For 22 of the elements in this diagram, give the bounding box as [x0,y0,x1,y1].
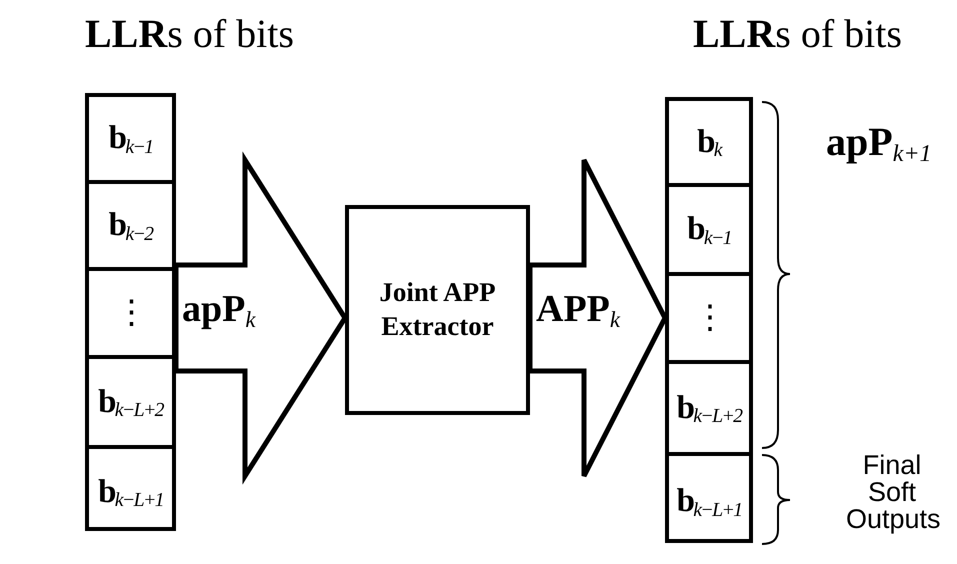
bit-label: b$_{k−L+2}$ [98,386,163,418]
bit-label: b$_{k−L+1}$ [98,476,163,508]
brace-label: Final Soft Outputs [846,452,938,533]
bit-label: b$_{k−2}$ [108,209,152,242]
edge-label: APP$_{k}$ [536,290,620,328]
block-arrow [528,158,668,478]
bit-label: b$_{k−1}$ [687,213,731,246]
brace-label: apP$_{k+1}$ [826,122,932,162]
column-heading: LLRs of bits [85,11,294,56]
bit-label: ⋮ [114,296,146,330]
bit-label: b$_{k−1}$ [108,122,152,155]
edge-label: apP$_{k}$ [182,290,256,328]
bit-label: b$_{k−L+2}$ [676,392,742,424]
process-box [345,205,530,415]
box-label: Joint APP Extractor [378,276,497,343]
bit-column [665,97,753,543]
bit-column [85,93,176,531]
bit-label: b$_{k−L+1}$ [676,485,742,518]
column-heading: LLRs of bits [693,11,902,56]
block-arrow [174,151,348,485]
bit-label: b$_{k}$ [697,126,721,158]
bit-label: ⋮ [693,302,725,334]
